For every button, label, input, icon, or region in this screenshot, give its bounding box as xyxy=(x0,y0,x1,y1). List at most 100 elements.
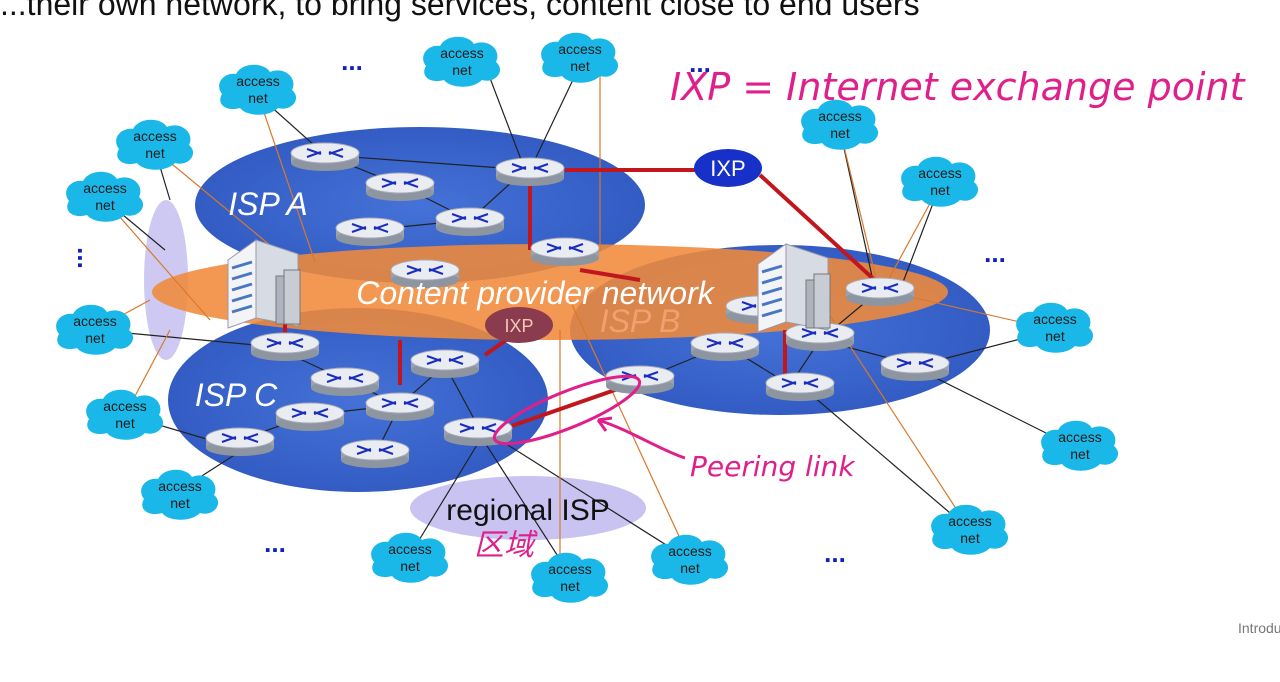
access-net-label-line2: net xyxy=(960,530,980,546)
access-net-label-line1: access xyxy=(818,108,862,124)
router-icon xyxy=(205,427,275,456)
access-link xyxy=(484,64,526,171)
nodes-layer: accessnetaccessnetaccessnetaccessnetacce… xyxy=(56,32,1119,603)
router-icon xyxy=(530,237,600,266)
ellipsis-dots: ... xyxy=(264,528,286,558)
router-icon xyxy=(785,322,855,351)
access-net-label-line1: access xyxy=(236,73,280,89)
ixp-link xyxy=(499,381,636,432)
access-net-label-line1: access xyxy=(1033,311,1077,327)
content-provider-label: Content provider network xyxy=(356,275,716,311)
access-net-label-line2: net xyxy=(115,415,135,431)
provider-link xyxy=(257,94,316,263)
regional-note-annotation: 区域 xyxy=(474,528,538,563)
router-icon xyxy=(290,142,360,171)
access-net-label-line2: net xyxy=(570,58,590,74)
isp-a-label: ISP A xyxy=(228,186,307,222)
router-icon xyxy=(365,392,435,421)
peering-link-arrowhead xyxy=(596,416,613,432)
access-link xyxy=(529,64,581,171)
ixp-link xyxy=(579,268,641,282)
access-net-label-line2: net xyxy=(830,125,850,141)
router-icon xyxy=(365,172,435,201)
access-net-label-line2: net xyxy=(1045,328,1065,344)
peering-link-arrow xyxy=(597,418,686,460)
isp-c-label: ISP C xyxy=(195,377,278,413)
ixp-link xyxy=(758,173,882,287)
peering-link-circle xyxy=(492,374,642,446)
access-net-label-line2: net xyxy=(1070,446,1090,462)
provider-link xyxy=(104,199,211,321)
router-icon xyxy=(435,207,505,236)
ellipsis-dots: ... xyxy=(824,538,846,568)
footer-text: Introduction xyxy=(1238,620,1280,636)
ixp-middle-node: IXP xyxy=(485,307,553,343)
slide-title: ...their own network, to bring services,… xyxy=(0,0,920,22)
router-icon xyxy=(250,332,320,361)
access-net-label-line2: net xyxy=(680,560,700,576)
router-icon xyxy=(765,372,835,401)
access-link xyxy=(799,384,971,531)
access-net-label-line1: access xyxy=(558,41,602,57)
access-link xyxy=(409,439,481,556)
router-icon xyxy=(335,217,405,246)
router-icon xyxy=(880,352,950,381)
access-link xyxy=(499,439,691,561)
router-icon xyxy=(443,417,513,446)
router-icon xyxy=(340,439,410,468)
access-net-label-line1: access xyxy=(948,513,992,529)
access-link xyxy=(839,129,876,291)
access-net-label-line2: net xyxy=(930,182,950,198)
provider-link xyxy=(839,129,881,296)
access-net-label-line1: access xyxy=(440,45,484,61)
access-net-label-line2: net xyxy=(95,197,115,213)
regional-isp-label: regional ISP xyxy=(446,494,609,527)
ixp-top-label: IXP xyxy=(710,156,745,181)
access-net-label-line2: net xyxy=(145,145,165,161)
ixp-middle-label: IXP xyxy=(504,316,533,336)
access-net-label-line1: access xyxy=(103,398,147,414)
router-icon xyxy=(845,277,915,306)
access-net-label-line2: net xyxy=(85,330,105,346)
access-net-label-line2: net xyxy=(560,578,580,594)
ellipsis-dots: ... xyxy=(341,46,363,76)
router-icon xyxy=(310,367,380,396)
access-net-label-line1: access xyxy=(1058,429,1102,445)
provider-link xyxy=(569,299,691,561)
labels-layer: ISP A ISP B ISP C Content provider network r… xyxy=(72,46,1006,568)
ellipsis-dots: ... xyxy=(984,238,1006,268)
router-icon xyxy=(390,259,460,288)
access-net-label-line2: net xyxy=(248,90,268,106)
access-net-label-line1: access xyxy=(158,478,202,494)
access-net-label-line2: net xyxy=(400,558,420,574)
isp-b-label: ISP B xyxy=(600,303,681,339)
access-net-label-line1: access xyxy=(73,313,117,329)
ellipsis-dots: ... xyxy=(689,48,711,78)
data-center-right-icon xyxy=(757,243,831,333)
access-net-label-line1: access xyxy=(668,543,712,559)
router-icon xyxy=(690,332,760,361)
ixp-top-node: IXP xyxy=(694,149,762,187)
ixp-definition-annotation: IXP = Internet exchange point xyxy=(670,65,1247,109)
access-link xyxy=(479,434,571,576)
data-center-left-icon xyxy=(227,239,301,329)
router-icon xyxy=(275,402,345,431)
ellipsis-dots-vertical: ... xyxy=(72,247,102,269)
peering-link-annotation: Peering link xyxy=(690,450,856,483)
